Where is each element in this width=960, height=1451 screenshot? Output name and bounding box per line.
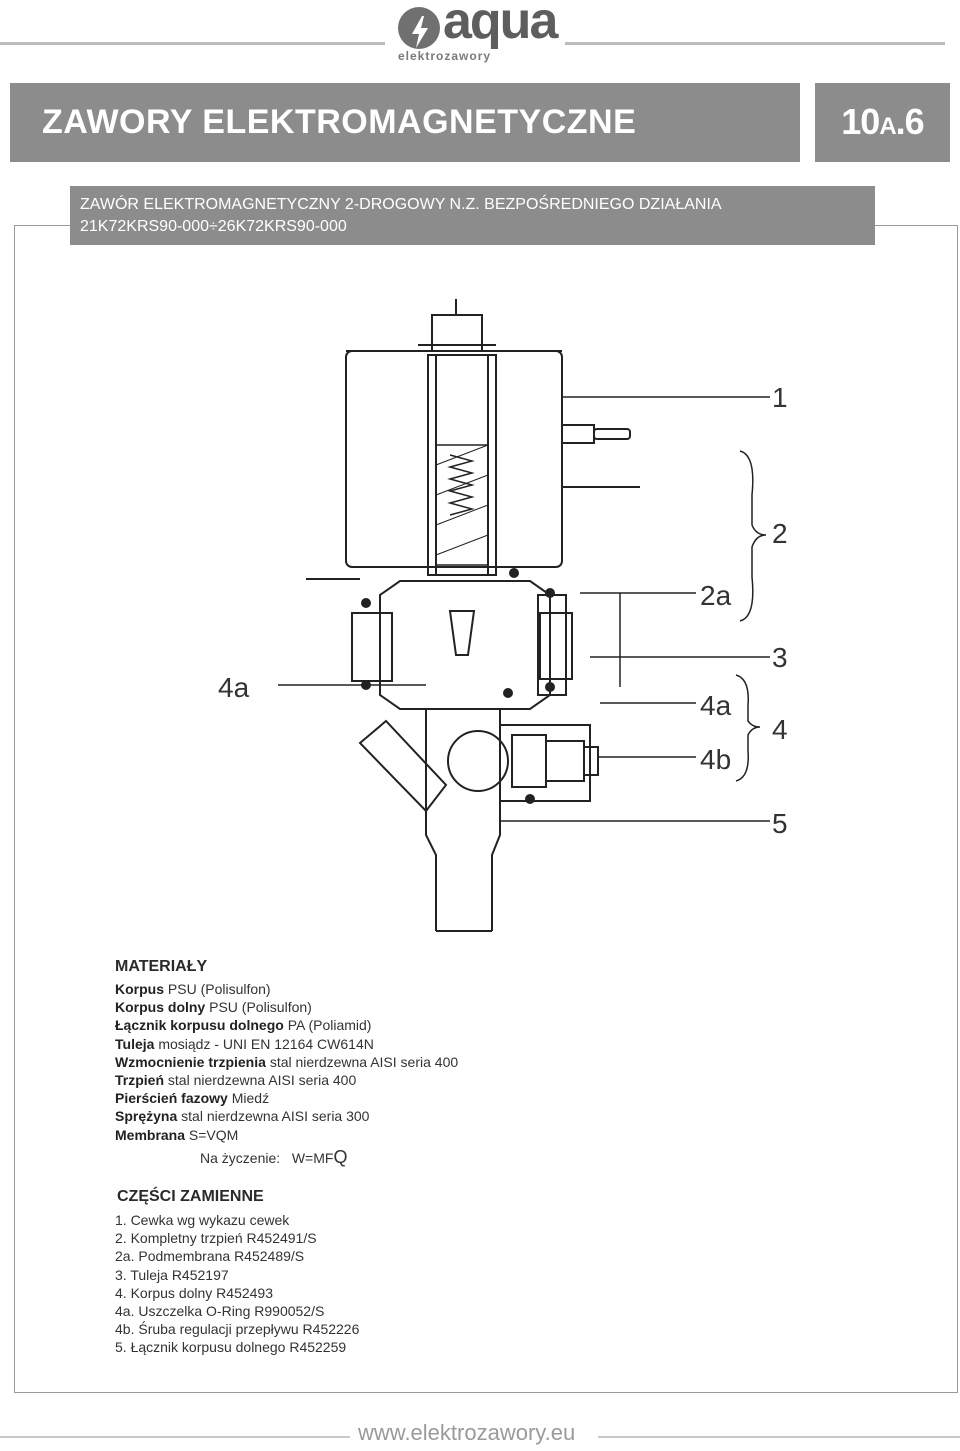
label-4b: 4b <box>700 744 731 775</box>
label-2: 2 <box>772 518 788 549</box>
footer-rule-left <box>0 1436 350 1438</box>
list-item: 5. Łącznik korpusu dolnego R452259 <box>115 1339 347 1356</box>
list-item: 1. Cewka wg wykazu cewek <box>115 1212 290 1228</box>
lightning-icon <box>412 16 428 48</box>
label-5: 5 <box>772 808 788 839</box>
header-rule-left <box>0 42 385 45</box>
product-codes: 21K72KRS90-000÷26K72KRS90-000 <box>80 218 347 235</box>
spare-parts-title: CZĘŚCI ZAMIENNE <box>117 1188 264 1205</box>
material-row: Sprężyna stal nierdzewna AISI seria 300 <box>115 1108 370 1125</box>
list-item: 2. Kompletny trzpień R452491/S <box>115 1230 317 1247</box>
page-number: 10A.6 <box>815 101 950 143</box>
list-item: 4b. Śruba regulacji przepływu R452226 <box>115 1321 360 1338</box>
page-number-letter: A <box>879 113 896 140</box>
page-title: ZAWORY ELEKTROMAGNETYCZNE <box>42 103 637 141</box>
product-header: ZAWÓR ELEKTROMAGNETYCZNY 2-DROGOWY N.Z. … <box>70 186 875 245</box>
brand-logo: aqua elektrozawory <box>395 0 558 65</box>
material-row: Łącznik korpusu dolnego PA (Poliamid) <box>115 1017 372 1034</box>
label-4: 4 <box>772 714 788 745</box>
header-rule-right <box>565 42 945 45</box>
list-item: 3. Tuleja R452197 <box>115 1266 229 1283</box>
material-row: Korpus dolny PSU (Polisulfon) <box>115 999 312 1016</box>
valve-cross-section-diagram: 1 2 2a 3 4a 4 4b 5 4a <box>218 299 788 932</box>
product-name: ZAWÓR ELEKTROMAGNETYCZNY 2-DROGOWY N.Z. … <box>80 196 722 213</box>
title-bar: ZAWORY ELEKTROMAGNETYCZNE <box>10 83 800 162</box>
label-4a-right: 4a <box>700 690 732 721</box>
on-request-note: Na życzenie: W=MFQ <box>200 1147 347 1168</box>
page-number-box: 10A.6 <box>815 83 950 162</box>
page-number-sub: .6 <box>895 101 925 142</box>
logo-subtitle: elektrozawory <box>398 49 492 63</box>
footer-rule-right <box>598 1436 960 1438</box>
spare-parts-list: 1. Cewka wg wykazu cewek 2. Kompletny tr… <box>115 1211 675 1357</box>
material-row: Korpus PSU (Polisulfon) <box>115 981 271 997</box>
logo-mark-icon <box>398 7 440 49</box>
logo-word: aqua <box>443 0 558 50</box>
label-2a: 2a <box>700 580 732 611</box>
page-number-main: 10 <box>841 101 880 142</box>
material-row: Wzmocnienie trzpienia stal nierdzewna AI… <box>115 1053 459 1070</box>
label-3: 3 <box>772 642 788 673</box>
label-4a-left: 4a <box>218 672 250 703</box>
materials-list: Korpus PSU (Polisulfon) Korpus dolny PSU… <box>115 980 675 1144</box>
material-row: Membrana S=VQM <box>115 1126 239 1143</box>
on-request-value: W=MF <box>291 1150 334 1166</box>
material-row: Pierścień fazowy Miedź <box>115 1090 270 1107</box>
on-request-suffix: Q <box>333 1147 348 1167</box>
material-row: Trzpień stal nierdzewna AISI seria 400 <box>115 1072 357 1089</box>
material-row: Tuleja mosiądz - UNI EN 12164 CW614N <box>115 1035 374 1052</box>
on-request-label: Na życzenie: <box>200 1150 281 1166</box>
label-1: 1 <box>772 382 788 413</box>
materials-title: MATERIAŁY <box>115 958 208 975</box>
list-item: 4. Korpus dolny R452493 <box>115 1284 273 1301</box>
footer-website-link[interactable]: www.elektrozawory.eu <box>358 1420 576 1445</box>
list-item: 2a. Podmembrana R452489/S <box>115 1248 305 1265</box>
list-item: 4a. Uszczelka O-Ring R990052/S <box>115 1303 325 1320</box>
